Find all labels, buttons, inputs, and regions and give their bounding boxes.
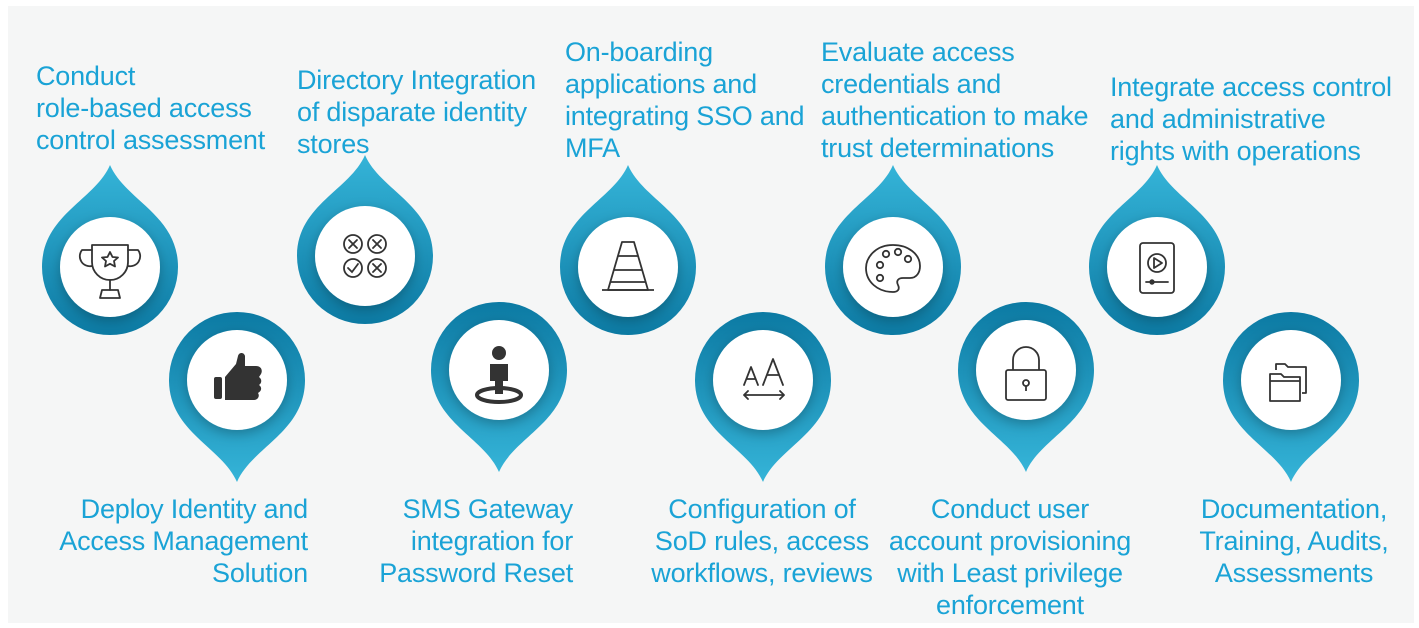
padlock-icon [1005,346,1047,401]
step-8-label: Conduct user account provisioning with L… [888,494,1132,620]
pin-step-7 [825,165,961,335]
check-cross-grid-icon [343,234,387,278]
step-5-label: On-boarding applications and integrating… [565,37,805,163]
pin-step-9 [1089,165,1225,335]
font-size-icon [743,358,785,400]
user-location-icon [475,346,523,404]
folders-icon [1269,363,1307,402]
palette-icon [865,244,921,293]
step-6-label: Configuration of SoD rules, access workf… [651,494,873,588]
pin-step-3 [297,155,433,324]
step-9-label: Integrate access control and administrat… [1110,72,1392,166]
step-4-label: SMS Gateway integration for Password Res… [379,494,573,588]
video-player-icon [1139,242,1175,294]
step-2-label: Deploy Identity and Access Management So… [59,494,308,588]
traffic-cone-icon [602,241,654,291]
step-3-label: Directory Integration of disparate ident… [297,65,536,159]
trophy-icon [78,244,142,299]
pin-step-6 [695,312,831,482]
pin-step-10 [1223,312,1359,482]
step-7-label: Evaluate access credentials and authenti… [821,37,1089,163]
pin-step-5 [560,165,696,335]
thumbs-up-icon [214,353,262,400]
step-10-label: Documentation, Training, Audits, Assessm… [1199,494,1389,588]
pin-step-1 [42,165,178,335]
step-1-label: Conduct role-based access control assess… [36,61,265,155]
